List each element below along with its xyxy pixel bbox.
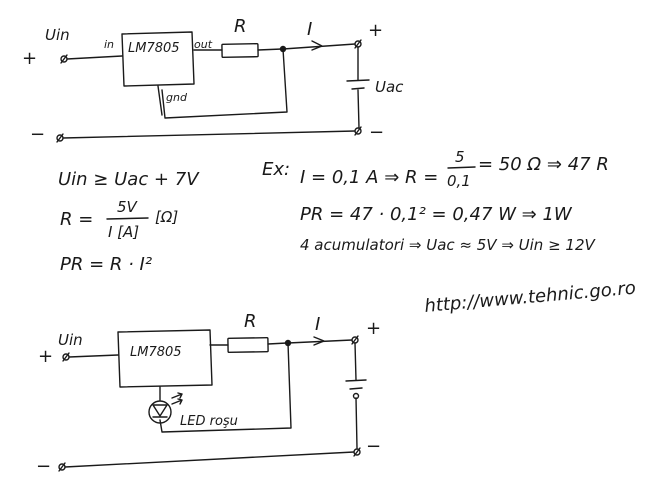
c1-resistor <box>221 43 259 58</box>
c1-resistor-label: R <box>234 16 247 37</box>
c2-ground-loop <box>159 342 292 433</box>
formula-voltage: Uin ≥ Uac + 7V <box>58 169 200 190</box>
c1-pin-gnd: gnd <box>166 91 188 104</box>
c2-led-diode-symbol <box>152 404 168 417</box>
c2-current-arrow <box>313 336 325 346</box>
c1-input-wire <box>66 55 123 60</box>
c1-current-arrow <box>311 40 323 51</box>
c1-negative-rail <box>62 130 356 139</box>
c1-plus-left: + <box>22 48 37 69</box>
c1-regulator-box <box>121 31 195 87</box>
example-calculation: Ex: I = 0,1 A ⇒ R = 5 0,1 = 50 Ω ⇒ 47 R … <box>262 148 609 254</box>
c2-plus-left: + <box>38 346 53 367</box>
example-line3: 4 acumulatori ⇒ Uac ≈ 5V ⇒ Uin ≥ 12V <box>300 236 597 254</box>
c1-regulator-label: LM7805 <box>128 41 180 56</box>
c1-plus-right: + <box>368 20 383 41</box>
example-line1-den: 0,1 <box>447 172 471 190</box>
c2-current-label: I <box>315 314 320 335</box>
c1-gnd-wire <box>157 85 163 116</box>
formula-power: PR = R · I² <box>60 254 152 275</box>
c2-led-light-arrow-2 <box>171 398 183 405</box>
example-line2: PR = 47 · 0,1² = 0,47 W ⇒ 1W <box>300 204 573 225</box>
c2-minus-right-terminal <box>353 448 361 456</box>
formula-r-unit: [Ω] <box>155 208 178 226</box>
c1-minus-right-terminal <box>354 127 362 135</box>
c2-regulator-label: LM7805 <box>130 345 182 360</box>
example-line1-left: I = 0,1 A ⇒ R = <box>300 167 438 188</box>
c2-resistor <box>227 336 269 354</box>
c2-led-label: LED roşu <box>180 414 238 429</box>
c1-battery-plate-short <box>351 87 365 90</box>
circuit-2: Uin + LM7805 R I + LED roşu <box>36 311 381 477</box>
c1-minus-left: − <box>30 124 45 145</box>
example-label: Ex: <box>262 159 290 180</box>
c1-pin-out: out <box>194 38 213 51</box>
c1-battery-plate-long <box>346 79 370 82</box>
c2-led-light-arrow-1 <box>171 392 183 399</box>
formulas-left: Uin ≥ Uac + 7V R = 5V I [A] [Ω] PR = R ·… <box>58 169 200 275</box>
formula-r-left: R = <box>60 209 93 230</box>
c1-ground-loop <box>161 48 288 119</box>
c2-input-label: Uin <box>58 331 83 349</box>
c2-input-wire <box>68 354 119 358</box>
circuit-1: Uin + in LM7805 out gnd R I + Uac <box>22 16 404 145</box>
c1-battery-label: Uac <box>375 78 404 96</box>
c1-input-label: Uin <box>45 26 70 44</box>
c2-battery-plate-short <box>349 387 363 390</box>
formula-r-den: I [A] <box>108 223 139 241</box>
formula-r-num: 5V <box>117 198 139 216</box>
example-line1-num: 5 <box>455 148 465 166</box>
example-fraction-bar <box>447 166 476 169</box>
c2-minus-left: − <box>36 456 51 477</box>
c2-negative-rail <box>64 451 355 468</box>
c2-regulator-box <box>117 329 213 388</box>
example-line1-right: = 50 Ω ⇒ 47 R <box>478 154 609 175</box>
c1-pin-in: in <box>104 38 114 51</box>
formula-r-fraction-bar <box>106 217 149 220</box>
c2-resistor-label: R <box>244 311 257 332</box>
website-url: http://www.tehnic.go.ro <box>424 278 637 317</box>
c2-output-wire <box>287 339 353 344</box>
c1-minus-right: − <box>369 122 384 143</box>
c2-battery-plate-long <box>345 379 367 382</box>
c2-plus-right: + <box>366 318 381 339</box>
c1-current-label: I <box>307 19 312 40</box>
c2-led <box>148 400 172 424</box>
c2-minus-right: − <box>366 436 381 457</box>
